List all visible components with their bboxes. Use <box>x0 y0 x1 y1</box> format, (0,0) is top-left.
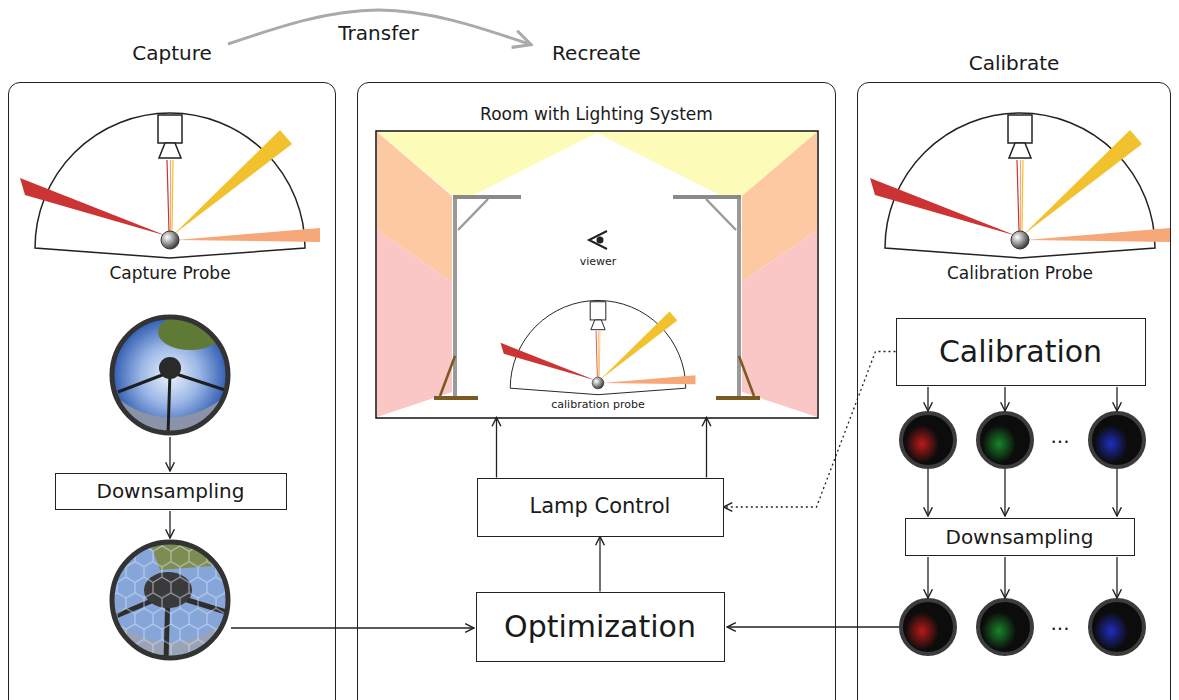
lamp-brace <box>458 199 488 230</box>
stage-panel: Room with Lighting SystemLamp ControlOpt… <box>357 82 836 700</box>
lamp-brace <box>706 199 736 230</box>
lamp-pole <box>453 197 457 398</box>
stage-panel: CalibrationDownsamplingCalibrate <box>857 82 1171 700</box>
red-response <box>905 612 939 650</box>
wall-light-right-lower <box>742 230 817 417</box>
calib-image <box>901 600 955 654</box>
room-probe-figure <box>501 300 696 394</box>
process-box: Lamp Control <box>477 478 724 537</box>
ellipsis: ... <box>1050 611 1069 635</box>
calib-image <box>1090 413 1144 467</box>
lamp-pole <box>737 197 741 398</box>
edge-label: Transfer <box>335 21 421 45</box>
flow-arrow <box>1116 557 1117 598</box>
lamp-foot <box>716 396 760 400</box>
process-box: Calibration <box>896 318 1146 386</box>
viewer-eye <box>589 231 607 249</box>
capture-probe-figure <box>20 113 320 258</box>
green-response <box>982 425 1016 463</box>
image-rim <box>112 317 228 433</box>
flow-arrow <box>1116 387 1117 411</box>
calib-image <box>1090 600 1144 654</box>
flow-connector <box>706 418 707 478</box>
box-label: Calibration <box>939 334 1102 370</box>
image-rim <box>112 542 228 658</box>
figure-label: calibration probe <box>551 398 644 411</box>
panel-heading: Capture <box>9 41 335 65</box>
lamp-foot-brace <box>739 356 754 396</box>
box-label: Downsampling <box>945 525 1093 549</box>
calibration-probe-figure <box>870 113 1170 258</box>
red-response <box>905 425 939 463</box>
stage-panel: DownsamplingCapture <box>8 82 336 700</box>
flow-arrow <box>169 511 170 538</box>
flow-arrow <box>727 626 899 627</box>
process-box: Downsampling <box>905 518 1135 556</box>
hex-grid <box>110 540 230 660</box>
green-response <box>982 612 1016 650</box>
calib-image <box>901 413 955 467</box>
flow-connector <box>496 418 497 478</box>
flow-arrow <box>169 437 170 471</box>
flow-connector <box>599 537 600 592</box>
flow-arrow <box>231 627 474 628</box>
downsampled-image <box>110 540 230 665</box>
process-box: Downsampling <box>55 473 287 510</box>
ellipsis: ... <box>1050 424 1069 448</box>
lamp-foot-brace <box>440 356 455 396</box>
room-frame <box>376 131 818 418</box>
lamp-foot <box>434 396 478 400</box>
flow-arrow <box>927 387 928 411</box>
flow-arrow <box>1004 469 1005 516</box>
dotted-connector <box>724 352 896 508</box>
process-box: Optimization <box>476 592 725 662</box>
flow-arrow <box>927 469 928 516</box>
flow-arrow <box>1004 557 1005 598</box>
figure-label: viewer <box>580 255 617 268</box>
blue-response <box>1094 425 1128 463</box>
box-label: Optimization <box>504 609 696 645</box>
flow-arrow <box>927 557 928 598</box>
viewer-pupil <box>597 237 604 244</box>
calib-image <box>978 413 1032 467</box>
flow-arrow <box>1116 469 1117 516</box>
wall-light-left-lower <box>377 230 452 417</box>
fisheye-image <box>112 314 228 440</box>
probe-caption: Capture Probe <box>109 263 230 283</box>
ceiling-gap <box>470 133 724 197</box>
calib-image <box>978 600 1032 654</box>
tripod <box>118 372 225 435</box>
camera-shadow <box>159 357 181 379</box>
transfer-arrow <box>228 10 529 44</box>
blue-response <box>1094 612 1128 650</box>
ceiling-light <box>377 132 817 197</box>
flow-arrow <box>1004 387 1005 411</box>
scene-title: Room with Lighting System <box>376 104 818 124</box>
panel-heading: Recreate <box>358 41 835 65</box>
panel-heading: Calibrate <box>858 51 1170 75</box>
box-label: Downsampling <box>96 479 244 503</box>
box-label: Lamp Control <box>530 494 671 519</box>
probe-caption: Calibration Probe <box>947 263 1093 283</box>
